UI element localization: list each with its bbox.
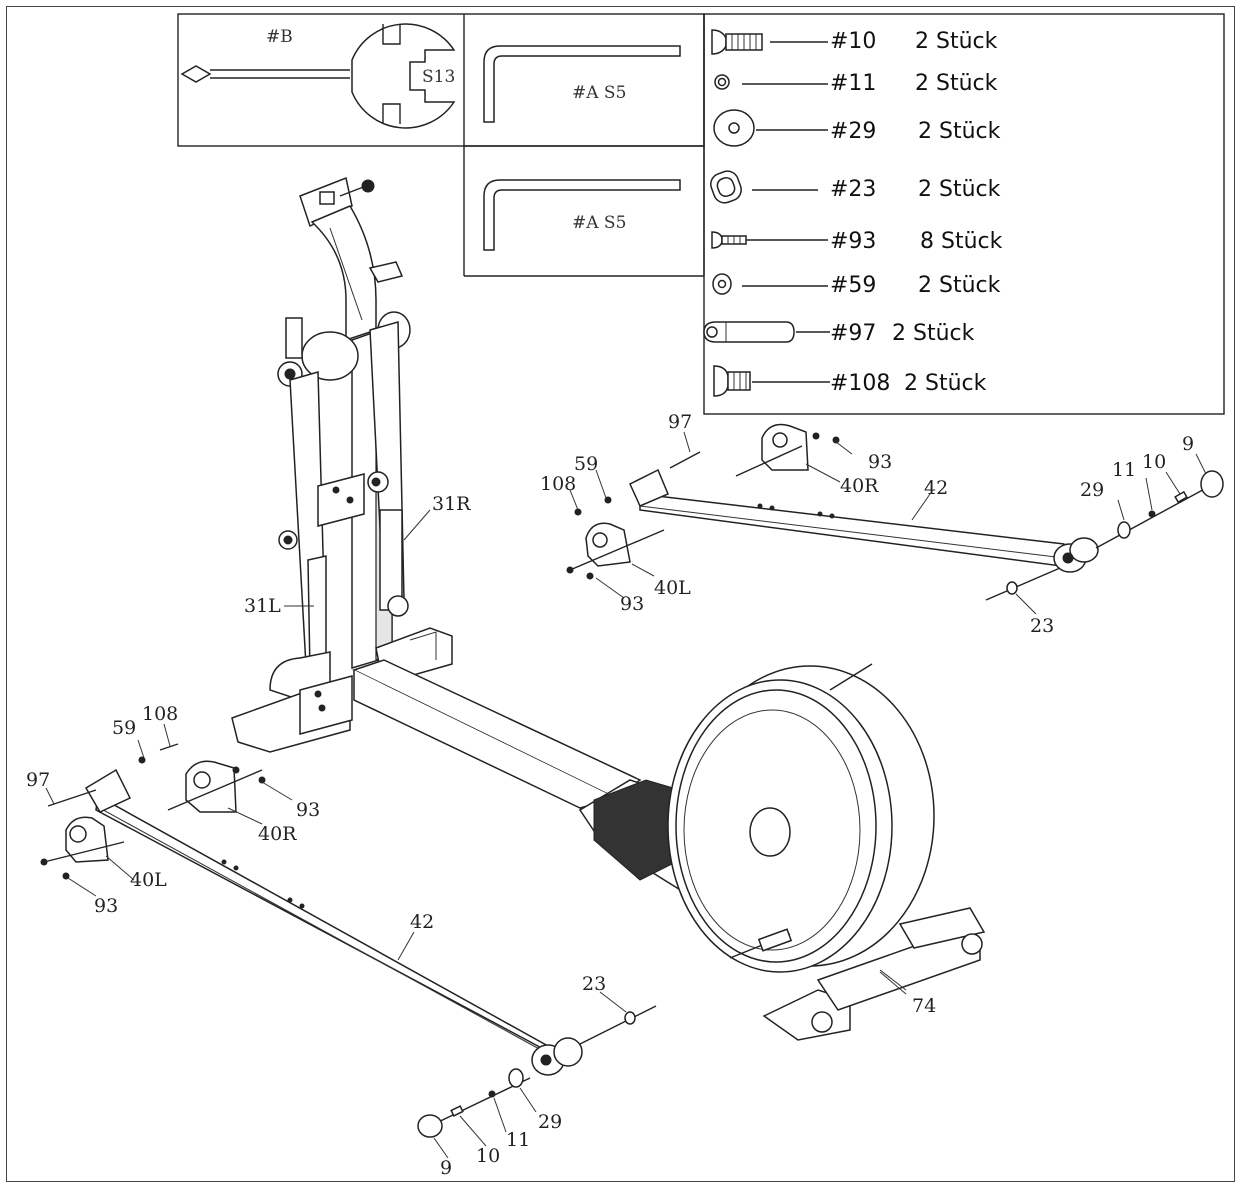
part-label-11: 11 — [1112, 459, 1136, 481]
hardware-qty: 2 Stück — [904, 371, 987, 396]
hardware-qty: 2 Stück — [892, 321, 975, 346]
lower-pedal-arm-assembly — [40, 723, 657, 1159]
part-label-29: 29 — [538, 1111, 562, 1133]
part-label-42: 42 — [924, 477, 948, 499]
hardware-code: #59 — [830, 273, 876, 298]
large-washer-icon — [713, 109, 755, 147]
part-label-40R: 40R — [258, 823, 297, 845]
part-label-93: 93 — [620, 593, 644, 615]
part-label-93: 93 — [868, 451, 892, 473]
part-label-108: 108 — [142, 703, 178, 725]
wrench-code: #B — [266, 27, 293, 47]
allen-key-bottom-label: #A S5 — [572, 213, 626, 233]
part-label-9: 9 — [1182, 433, 1194, 455]
part-label-31R: 31R — [432, 493, 471, 515]
allen-key-top-label: #A S5 — [572, 83, 626, 103]
hardware-code: #29 — [830, 119, 876, 144]
hardware-code: #23 — [830, 177, 876, 202]
part-label-10: 10 — [1142, 451, 1166, 473]
part-label-74: 74 — [912, 995, 936, 1017]
part-label-9: 9 — [440, 1157, 452, 1179]
hardware-code: #10 — [830, 29, 876, 54]
hardware-qty: 2 Stück — [915, 29, 998, 54]
wrench-size: S13 — [422, 67, 455, 87]
hardware-qty: 2 Stück — [918, 177, 1001, 202]
upper-pedal-arm-assembly — [566, 423, 1224, 615]
part-label-23: 23 — [582, 973, 606, 995]
part-label-23: 23 — [1030, 615, 1054, 637]
part-label-40R: 40R — [840, 475, 879, 497]
small-screw-icon — [711, 231, 747, 249]
diagram-border — [6, 6, 1235, 1182]
hardware-code: #108 — [830, 371, 890, 396]
hardware-qty: 2 Stück — [918, 119, 1001, 144]
hardware-list: #10 2 Stück #11 2 Stück #29 2 Stück #23 — [703, 13, 1225, 415]
nut-icon — [714, 74, 730, 90]
part-label-11: 11 — [506, 1129, 530, 1151]
button-bolt-icon — [713, 365, 751, 397]
part-label-97: 97 — [668, 411, 692, 433]
hardware-qty: 2 Stück — [918, 273, 1001, 298]
part-label-31L: 31L — [244, 595, 281, 617]
hardware-qty: 8 Stück — [920, 229, 1003, 254]
part-label-40L: 40L — [130, 869, 167, 891]
allen-key-icon — [483, 179, 681, 251]
part-label-10: 10 — [476, 1145, 500, 1167]
elliptical-frame — [231, 176, 986, 1041]
part-label-29: 29 — [1080, 479, 1104, 501]
part-label-93: 93 — [94, 895, 118, 917]
part-label-93: 93 — [296, 799, 320, 821]
part-label-40L: 40L — [654, 577, 691, 599]
hardware-qty: 2 Stück — [915, 71, 998, 96]
hardware-code: #97 — [830, 321, 876, 346]
bolt-hex-icon — [711, 29, 763, 55]
hardware-code: #93 — [830, 229, 876, 254]
allen-key-icon — [483, 45, 681, 123]
part-label-108: 108 — [540, 473, 576, 495]
wrench-icon — [180, 23, 456, 129]
part-label-59: 59 — [112, 717, 136, 739]
part-label-97: 97 — [26, 769, 50, 791]
oval-washer-icon — [710, 170, 742, 204]
tools-panel: #B S13 #A S5 #A S5 — [177, 13, 705, 277]
axle-pin-icon — [703, 321, 795, 343]
part-label-59: 59 — [574, 453, 598, 475]
washer-icon — [712, 273, 732, 295]
hardware-code: #11 — [830, 71, 876, 96]
part-label-42: 42 — [410, 911, 434, 933]
